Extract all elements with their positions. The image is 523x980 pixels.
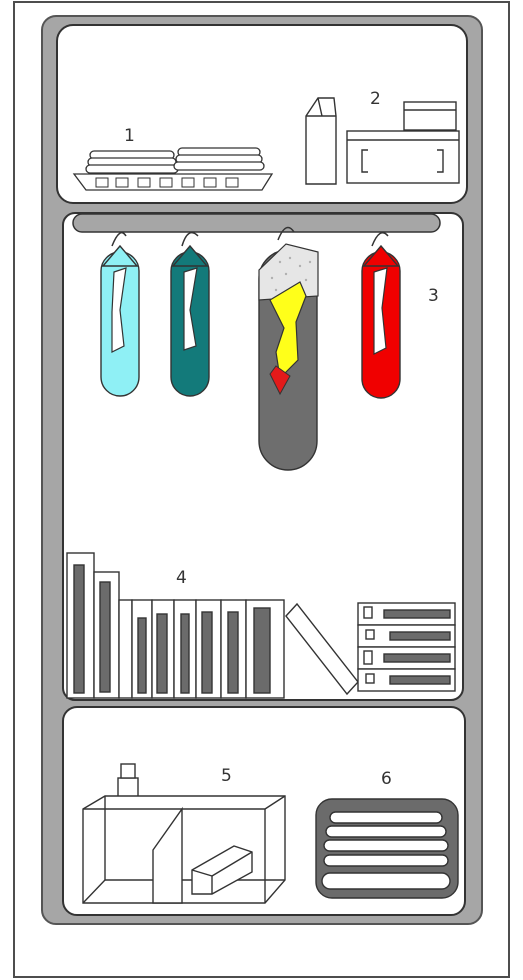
red-shirt bbox=[362, 233, 400, 398]
file-drawers bbox=[358, 603, 455, 691]
towel-box bbox=[316, 799, 458, 898]
label-4: 4 bbox=[176, 568, 187, 588]
gray-coat bbox=[259, 228, 318, 471]
teal-shirt bbox=[171, 233, 209, 396]
label-1: 1 bbox=[124, 126, 135, 146]
folded-clothes-tray bbox=[74, 148, 272, 190]
hanging-rod bbox=[73, 214, 440, 232]
milk-carton bbox=[306, 98, 336, 184]
label-2: 2 bbox=[370, 89, 381, 109]
label-6: 6 bbox=[381, 769, 392, 789]
light-blue-shirt bbox=[101, 233, 139, 396]
label-5: 5 bbox=[221, 766, 232, 786]
label-3: 3 bbox=[428, 286, 439, 306]
